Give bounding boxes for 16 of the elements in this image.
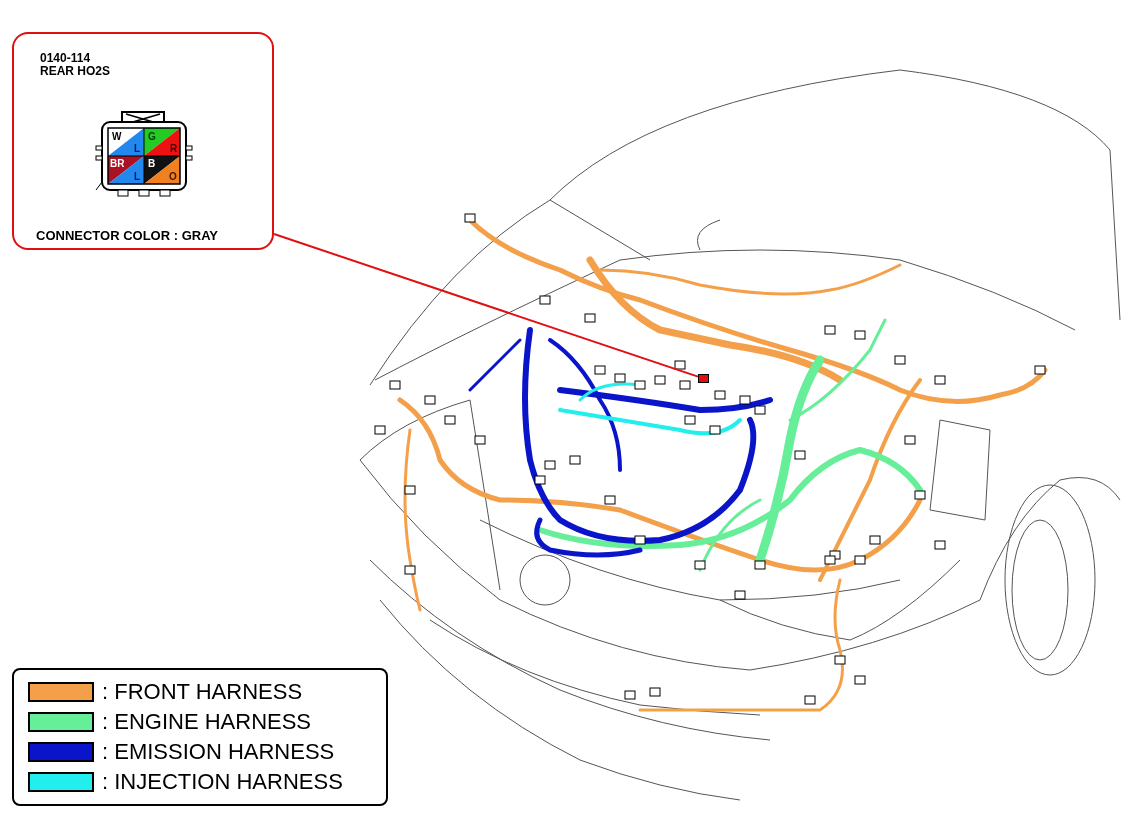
pin-label: BR (110, 158, 125, 169)
legend-text: : EMISSION HARNESS (102, 740, 335, 764)
pin-label: W (112, 131, 122, 142)
connector-symbol (698, 374, 709, 383)
callout-box (12, 32, 274, 250)
pin-label: O (169, 171, 177, 182)
connector-color-note: CONNECTOR COLOR : GRAY (36, 228, 218, 243)
legend-text: : FRONT HARNESS (102, 680, 303, 704)
pin-label: R (170, 143, 178, 154)
legend-text: : ENGINE HARNESS (102, 710, 312, 734)
pin-label: G (148, 131, 156, 142)
pin-label: L (134, 143, 141, 154)
pin-label: B (148, 158, 156, 169)
legend-text: : INJECTION HARNESS (102, 770, 343, 794)
pin-label: L (134, 171, 141, 182)
connector-title: 0140-114 REAR HO2S (40, 52, 111, 78)
